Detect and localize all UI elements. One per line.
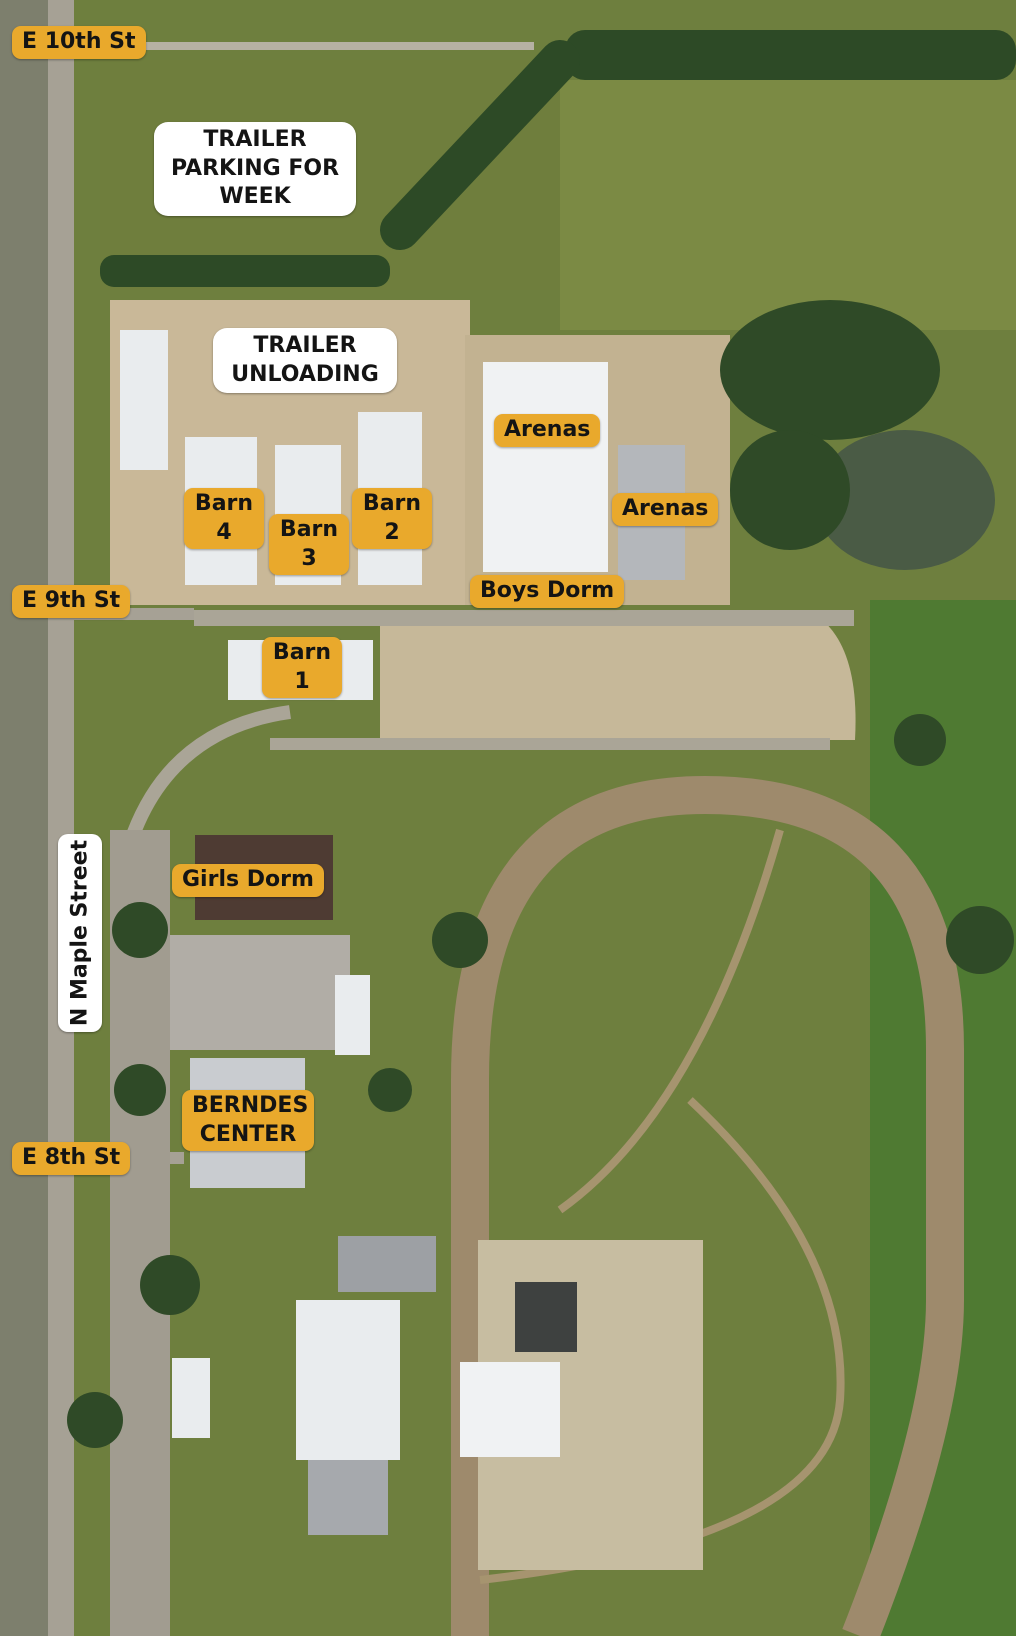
e8th-label: E 8th St xyxy=(12,1142,131,1175)
tree xyxy=(67,1392,123,1448)
hedge-north xyxy=(565,30,1016,80)
arenas-main-label: Arenas xyxy=(494,414,601,447)
boys-dorm-label: Boys Dorm xyxy=(470,575,625,608)
west-drive xyxy=(110,830,170,1636)
shed-building xyxy=(335,975,370,1055)
race-track xyxy=(451,775,964,1636)
hedge-south xyxy=(100,255,390,287)
building-west xyxy=(120,330,168,470)
barn-4-label: Barn 4 xyxy=(184,488,264,550)
south-building xyxy=(460,1362,560,1457)
pond xyxy=(815,430,995,570)
small-building xyxy=(172,1358,210,1438)
tree xyxy=(112,902,168,958)
drive-north xyxy=(194,610,854,626)
trailer-parking-label: TRAILER PARKING FOR WEEK xyxy=(154,122,356,216)
tree xyxy=(368,1068,412,1112)
trailer-unloading-label: TRAILER UNLOADING xyxy=(213,328,397,394)
lower-lot xyxy=(380,618,856,740)
berndes-center-label: BERNDES CENTER xyxy=(182,1090,314,1152)
barn-1-label: Barn 1 xyxy=(262,637,342,699)
hedge-diagonal xyxy=(380,40,580,250)
grandstand-north xyxy=(338,1236,436,1292)
tree xyxy=(140,1255,200,1315)
maple-street-road xyxy=(48,0,74,1636)
grandstand-south xyxy=(308,1460,388,1535)
track-path-1 xyxy=(557,828,784,1214)
e9th-label: E 9th St xyxy=(12,585,131,618)
e10th-road xyxy=(74,42,534,50)
north-field-east xyxy=(560,80,1016,330)
barn-2-label: Barn 2 xyxy=(352,488,432,550)
drive-south xyxy=(270,738,830,750)
trees-east xyxy=(720,300,940,440)
dorm-parking xyxy=(170,935,350,1050)
south-shed xyxy=(515,1282,577,1352)
residential-strip xyxy=(0,0,48,1636)
exhibit-hall xyxy=(296,1300,400,1460)
barn-3-label: Barn 3 xyxy=(269,514,349,576)
maple-street-label: N Maple Street xyxy=(67,839,93,1027)
trees-east-2 xyxy=(730,430,850,550)
maple-street-label-box: N Maple Street xyxy=(58,834,102,1032)
tree xyxy=(432,912,488,968)
tree xyxy=(114,1064,166,1116)
arena-main-building xyxy=(483,362,608,572)
tree xyxy=(946,906,1014,974)
arenas-side-label: Arenas xyxy=(612,493,719,526)
girls-dorm-label: Girls Dorm xyxy=(172,864,324,897)
tree xyxy=(894,714,946,766)
e10th-label: E 10th St xyxy=(12,26,146,59)
